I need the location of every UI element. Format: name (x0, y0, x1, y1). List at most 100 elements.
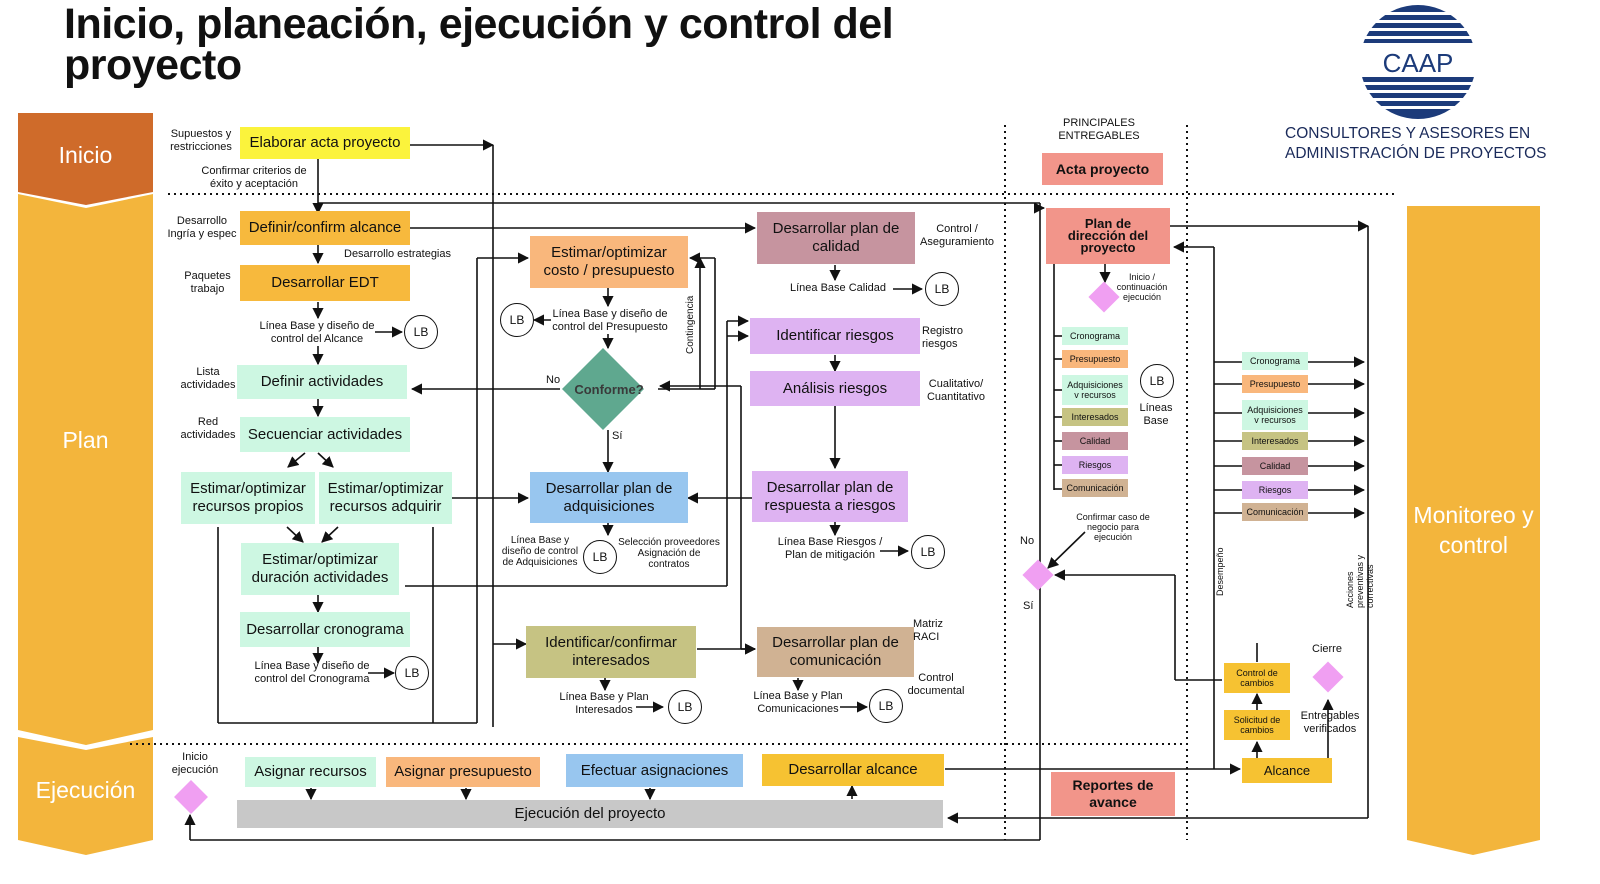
estimar-costo-box: Estimar/optimizar costo / presupuesto (530, 236, 688, 288)
lb-alcance: LB (404, 315, 438, 349)
lb-lineas-base: LB (1140, 364, 1174, 398)
lb-comunicaciones-label: Línea Base y Plan Comunicaciones (753, 690, 843, 715)
desarrollo-ingria-label: Desarrollo Ingría y espec (167, 215, 237, 240)
baseline-cronograma-right: Cronograma (1242, 352, 1308, 370)
conforme-si-label: Sí (612, 430, 623, 442)
desarrollar-edt-box: Desarrollar EDT (240, 265, 410, 301)
baseline-riesgos-right: Riesgos (1242, 481, 1308, 499)
dotted-separators (130, 125, 1395, 840)
phase-ejecucion: Ejecución (35, 777, 136, 803)
lb-interesados-label: Línea Base y Plan Interesados (559, 691, 649, 716)
conforme-label: Conforme? (574, 382, 644, 397)
baseline-interesados: Interesados (1062, 408, 1128, 426)
phase-plan-shape (18, 194, 153, 745)
secuenciar-actividades-box: Secuenciar actividades (240, 417, 410, 452)
estimar-recursos-propios-box: Estimar/optimizar recursos propios (181, 472, 315, 524)
estimar-recursos-adquirir-box: Estimar/optimizar recursos adquirir (319, 472, 452, 524)
baseline-calidad: Calidad (1062, 432, 1128, 450)
desarrollar-cronograma-box: Desarrollar cronograma (240, 612, 410, 647)
lb-calidad: LB (925, 272, 959, 306)
control-aseguramiento-label: Control / Aseguramiento (920, 223, 994, 248)
caap-logo: CAAP (1358, 5, 1478, 119)
analisis-riesgos-box: Análisis riesgos (750, 371, 920, 406)
estimar-duracion-box: Estimar/optimizar duración actividades (241, 543, 399, 595)
lb-alcance-label: Línea Base y diseño de control del Alcan… (259, 320, 375, 345)
lb-interesados: LB (668, 690, 702, 724)
matriz-raci-label: Matriz RACI (913, 618, 943, 643)
lb-comunicaciones: LB (869, 689, 903, 723)
baseline-adquisiciones-right: Adquisiciones v recursos (1242, 400, 1308, 430)
solicitud-cambios-box: Solicitud de cambios (1224, 710, 1290, 740)
asignar-presupuesto-box: Asignar presupuesto (386, 757, 540, 787)
baseline-calidad-right: Calidad (1242, 457, 1308, 475)
lb-presupuesto: LB (500, 303, 534, 337)
lineas-base-label: Líneas Base (1139, 402, 1173, 427)
inicio-continuacion-label: Inicio / continuación ejecución (1116, 272, 1168, 302)
asignar-recursos-box: Asignar recursos (245, 757, 376, 787)
confirmar-caso-label: Confirmar caso de negocio para ejecución (1076, 512, 1150, 542)
baseline-cronograma: Cronograma (1062, 327, 1128, 345)
acta-proyecto-box: Acta proyecto (1042, 153, 1163, 185)
plan-comunicacion-box: Desarrollar plan de comunicación (757, 627, 914, 677)
red-actividades-label: Red actividades (180, 416, 236, 441)
plan-direccion-box: Plan de dirección del proyecto (1046, 208, 1170, 264)
plan-adquisiciones-box: Desarrollar plan de adquisiciones (530, 472, 688, 523)
lb-adquisiciones-label: Línea Base y diseño de control de Adquis… (501, 535, 579, 568)
logo-text: CAAP (1383, 48, 1454, 78)
reportes-avance-box: Reportes de avance (1051, 772, 1175, 816)
elaborar-acta-box: Elaborar acta proyecto (240, 127, 410, 159)
paquetes-trabajo-label: Paquetes trabajo (184, 270, 231, 295)
baseline-presupuesto-right: Presupuesto (1242, 375, 1308, 393)
desempeno-label: Desempeño (1215, 547, 1225, 596)
seleccion-proveedores-label: Selección proveedores Asignación de cont… (618, 537, 720, 570)
entregables-verificados-label: Entregables verificados (1300, 710, 1360, 735)
lb-cronograma-label: Línea Base y diseño de control del Crono… (254, 660, 370, 685)
lb-calidad-label: Línea Base Calidad (790, 282, 887, 294)
inicio-ejecucion-label: Inicio ejecución (171, 751, 219, 776)
phase-inicio-shape (18, 113, 153, 205)
lb-adquisiciones: LB (583, 540, 617, 574)
supuestos-label: Supuestos y restricciones (170, 128, 232, 153)
plan-calidad-box: Desarrollar plan de calidad (757, 212, 915, 264)
page-title: Inicio, planeación, ejecución y control … (64, 0, 894, 89)
desarrollo-estrategias-label: Desarrollo estrategias (344, 248, 451, 260)
desarrollar-alcance-box: Desarrollar alcance (762, 754, 944, 786)
ejecucion-proyecto-box: Ejecución del proyecto (237, 800, 943, 828)
phase-ejecucion-shape (18, 737, 153, 855)
phase-plan: Plan (62, 427, 109, 453)
baseline-interesados-right: Interesados (1242, 432, 1308, 450)
cualitativo-label: Cualitativo/ Cuantitativo (926, 378, 986, 403)
phase-inicio: Inicio (58, 142, 113, 168)
control-documental-label: Control documental (907, 672, 965, 697)
confirmar-criterios-label: Confirmar criterios de éxito y aceptació… (201, 165, 307, 190)
no-label: No (1020, 535, 1035, 547)
principales-entregables-label: PRINCIPALES ENTREGABLES (1058, 117, 1140, 142)
baseline-adquisiciones: Adquisiciones v recursos (1062, 375, 1128, 405)
baseline-comunicacion: Comunicación (1062, 479, 1128, 497)
lb-riesgos-label: Línea Base Riesgos / Plan de mitigación (777, 536, 883, 561)
definir-actividades-box: Definir actividades (237, 365, 407, 399)
conforme-no-label: No (546, 374, 561, 386)
baseline-presupuesto: Presupuesto (1062, 350, 1128, 368)
phase-monitoreo-shape (1407, 206, 1540, 855)
baseline-comunicacion-right: Comunicación (1242, 503, 1308, 521)
control-cambios-box: Control de cambios (1224, 663, 1290, 693)
phase-monitoreo: Monitoreo y control (1413, 502, 1534, 558)
definir-alcance-box: Definir/confirm alcance (240, 211, 410, 245)
efectuar-asignaciones-box: Efectuar asignaciones (566, 754, 743, 787)
logo-subtitle: CONSULTORES Y ASESORES EN ADMINISTRACIÓN… (1285, 125, 1547, 162)
lb-presupuesto-label: Línea Base y diseño de control del Presu… (552, 308, 668, 333)
contingencia-label: Contingencia (685, 295, 696, 354)
baseline-riesgos: Riesgos (1062, 456, 1128, 474)
lb-riesgos: LB (911, 535, 945, 569)
alcance-box: Alcance (1242, 758, 1332, 783)
acciones-label: Acciones preventivas y correctivas (1345, 554, 1375, 608)
lista-actividades-label: Lista actividades (180, 366, 236, 391)
lb-cronograma: LB (395, 656, 429, 690)
identificar-riesgos-box: Identificar riesgos (750, 318, 920, 354)
registro-riesgos-label: Registro riesgos (922, 325, 963, 350)
identificar-interesados-box: Identificar/confirmar interesados (526, 626, 696, 678)
plan-respuesta-riesgos-box: Desarrollar plan de respuesta a riesgos (752, 471, 908, 522)
si-label: Sí (1023, 600, 1034, 612)
